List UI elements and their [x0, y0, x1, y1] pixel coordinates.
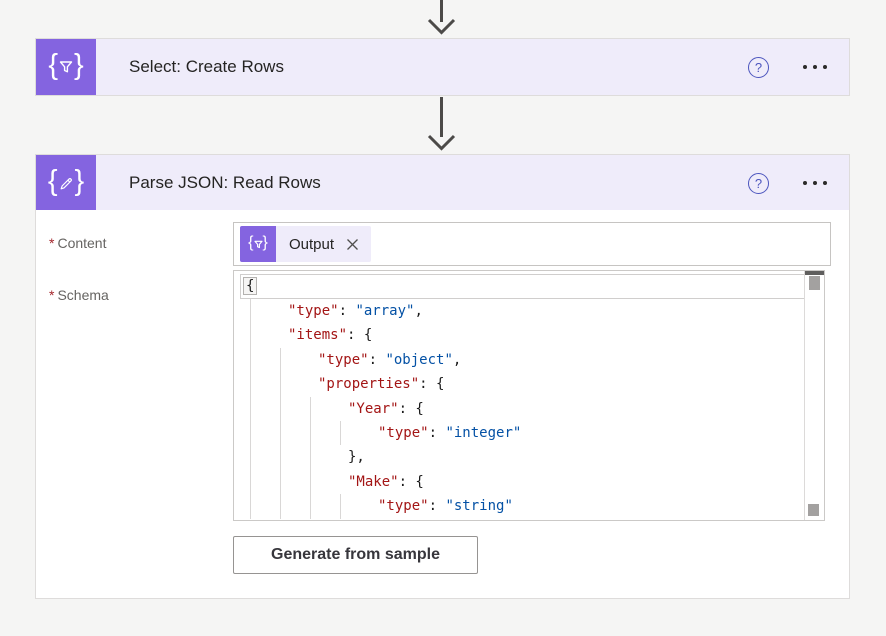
- parse-json-action-card[interactable]: { } Parse JSON: Read Rows ?: [35, 154, 850, 212]
- help-icon[interactable]: ?: [748, 172, 769, 194]
- braces-pencil-icon: { }: [36, 155, 96, 211]
- parse-card-title: Parse JSON: Read Rows: [129, 173, 321, 192]
- connector-arrow-middle: [427, 97, 456, 153]
- arrow-head-icon: [427, 18, 456, 35]
- schema-field-label: *Schema: [49, 287, 109, 303]
- schema-code[interactable]: {"type": "array","items": {"type": "obje…: [234, 274, 806, 519]
- ellipsis-menu-icon[interactable]: [801, 59, 829, 75]
- pencil-glyph: [60, 177, 72, 189]
- content-field-label: *Content: [49, 235, 107, 251]
- brace-left: {: [48, 48, 58, 81]
- brace-right: }: [74, 164, 85, 197]
- select-card-title: Select: Create Rows: [129, 57, 284, 76]
- funnel-glyph: [253, 240, 263, 248]
- generate-from-sample-button[interactable]: Generate from sample: [233, 536, 478, 574]
- content-input[interactable]: { } Output: [233, 222, 831, 266]
- close-icon[interactable]: [344, 238, 371, 251]
- brace-left: {: [248, 234, 254, 251]
- braces-funnel-icon: { }: [240, 226, 276, 262]
- brace-left: {: [47, 164, 58, 197]
- connector-arrow-top: [427, 0, 456, 36]
- arrow-head-icon: [427, 134, 456, 151]
- braces-funnel-icon: { }: [36, 39, 96, 95]
- required-asterisk: *: [49, 287, 55, 303]
- output-token-chip[interactable]: { } Output: [240, 226, 372, 262]
- schema-code-editor[interactable]: {"type": "array","items": {"type": "obje…: [233, 270, 825, 521]
- token-chip-label: Output: [289, 235, 335, 253]
- required-asterisk: *: [49, 235, 55, 251]
- ellipsis-menu-icon[interactable]: [801, 175, 829, 191]
- vertical-scrollbar-thumb[interactable]: [809, 276, 820, 290]
- overview-ruler-cursor-mark: [805, 271, 824, 275]
- brace-right: }: [262, 234, 268, 251]
- brace-right: }: [74, 48, 84, 81]
- horizontal-scrollbar-thumb[interactable]: [808, 504, 819, 516]
- parse-json-card-body: *Content { } Output *Schema: [35, 210, 850, 599]
- editor-scrollbar[interactable]: [804, 271, 824, 520]
- funnel-glyph: [59, 61, 73, 73]
- help-icon[interactable]: ?: [748, 56, 769, 78]
- select-action-card[interactable]: { } Select: Create Rows ?: [35, 38, 850, 96]
